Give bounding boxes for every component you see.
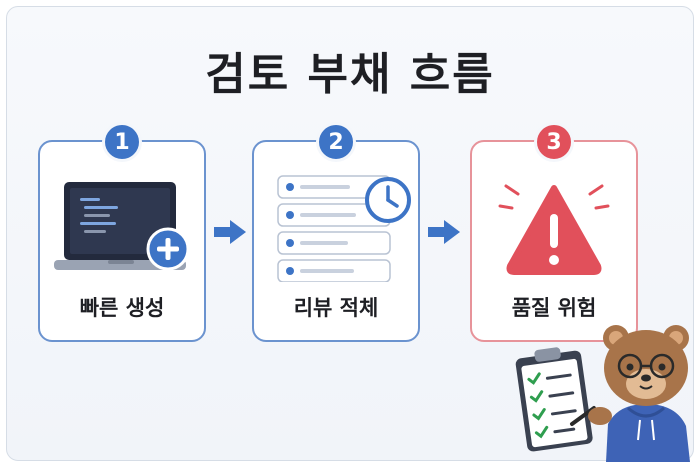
step-card-1: 1 빠른 생성	[38, 122, 206, 342]
step-badge-3: 3	[534, 122, 574, 162]
step-card-2: 2 리뷰 적체	[252, 122, 420, 342]
step-label-2: 리뷰 적체	[293, 296, 379, 320]
diagram-title: 검토 부채 흐름	[205, 49, 495, 100]
bear-with-clipboard-icon	[515, 325, 690, 462]
step-badge-1: 1	[102, 122, 142, 162]
step-label-3: 품질 위험	[511, 296, 597, 320]
arrow-right-icon	[428, 220, 460, 244]
step-label-1: 빠른 생성	[79, 296, 165, 320]
step-card-3: 3 품질 위험	[470, 122, 638, 342]
laptop-plus-icon	[54, 182, 190, 271]
step-badge-2: 2	[316, 122, 356, 162]
arrow-right-icon	[214, 220, 246, 244]
stacked-list-clock-icon	[277, 175, 411, 282]
warning-triangle-icon	[498, 184, 610, 275]
